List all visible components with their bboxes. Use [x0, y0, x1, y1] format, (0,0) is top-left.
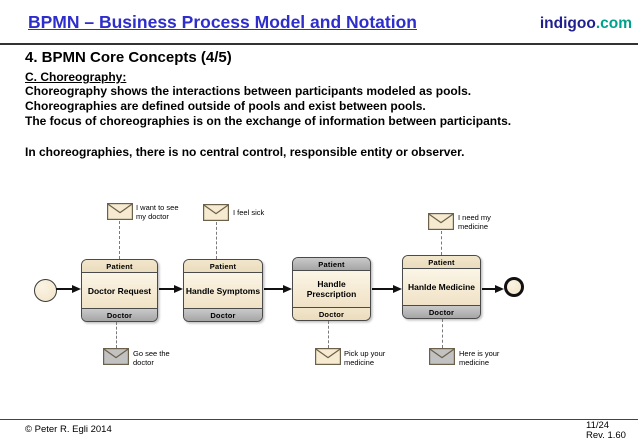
sequence-flow-line: [482, 288, 496, 290]
message-label: Here is your medicine: [459, 349, 500, 367]
bpmn-start-event: [34, 279, 57, 302]
subsection-heading: C. Choreography:: [25, 70, 127, 84]
participant-band-bottom: Doctor: [403, 305, 480, 318]
envelope-icon: [428, 213, 454, 230]
header-divider: [0, 43, 638, 45]
body-line: Choreographies are defined outside of po…: [25, 99, 426, 113]
body-line: In choreographies, there is no central c…: [25, 145, 465, 159]
message-link: [442, 319, 443, 348]
bpmn-end-event: [504, 277, 524, 297]
copyright-text: © Peter R. Egli 2014: [25, 424, 112, 435]
participant-band-bottom: Doctor: [184, 308, 262, 321]
participant-band-bottom: Doctor: [82, 308, 157, 321]
envelope-icon: [107, 203, 133, 220]
envelope-icon: [103, 348, 129, 365]
message-link: [328, 321, 329, 348]
message-label: Go see the doctor: [133, 349, 170, 367]
arrowhead-icon: [283, 284, 292, 293]
participant-band-top: Patient: [82, 260, 157, 273]
task-name: Doctor Request: [82, 273, 157, 308]
participant-band-top: Patient: [403, 256, 480, 269]
sequence-flow-line: [264, 288, 284, 290]
slide-header-title[interactable]: BPMN – Business Process Model and Notati…: [28, 12, 417, 32]
arrowhead-icon: [72, 284, 81, 293]
sequence-flow-line: [159, 288, 175, 290]
arrowhead-icon: [393, 284, 402, 293]
message-label: I feel sick: [233, 208, 265, 217]
participant-band-bottom: Doctor: [293, 307, 370, 320]
envelope-icon: [429, 348, 455, 365]
footer-divider: [0, 419, 638, 420]
arrowhead-icon: [174, 284, 183, 293]
message-link: [116, 322, 117, 348]
message-link: [119, 221, 120, 259]
logo-tld: .com: [595, 15, 632, 32]
task-name: Handle Prescription: [293, 271, 370, 307]
choreography-task-handle-symptoms: Patient Handle Symptoms Doctor: [183, 259, 263, 322]
message-link: [441, 231, 442, 255]
indigoo-logo[interactable]: indigoo.com: [540, 15, 632, 33]
choreography-task-doctor-request: Patient Doctor Request Doctor: [81, 259, 158, 322]
choreography-task-handle-prescription: Patient Handle Prescription Doctor: [292, 257, 371, 321]
logo-name: indigoo: [539, 15, 596, 32]
message-label: I need my medicine: [458, 213, 491, 231]
message-label: Pick up your medicine: [344, 349, 386, 367]
sequence-flow-line: [372, 288, 394, 290]
body-line: Choreography shows the interactions betw…: [25, 84, 472, 98]
section-heading: 4. BPMN Core Concepts (4/5): [25, 49, 232, 66]
body-line: The focus of choreographies is on the ex…: [25, 114, 512, 128]
message-label: I want to see my doctor: [136, 203, 179, 221]
arrowhead-icon: [495, 284, 504, 293]
page-indicator: 11/24 Rev. 1.60: [586, 421, 626, 441]
envelope-icon: [315, 348, 341, 365]
revision-number: Rev. 1.60: [586, 430, 626, 441]
sequence-flow-line: [56, 288, 73, 290]
participant-band-top: Patient: [184, 260, 262, 273]
envelope-icon: [203, 204, 229, 221]
participant-band-top: Patient: [293, 258, 370, 271]
task-name: Handle Symptoms: [184, 273, 262, 308]
choreography-task-handle-medicine: Patient Hanlde Medicine Doctor: [402, 255, 481, 319]
message-link: [216, 222, 217, 259]
task-name: Hanlde Medicine: [403, 269, 480, 305]
page-number: 11/24: [586, 420, 610, 431]
